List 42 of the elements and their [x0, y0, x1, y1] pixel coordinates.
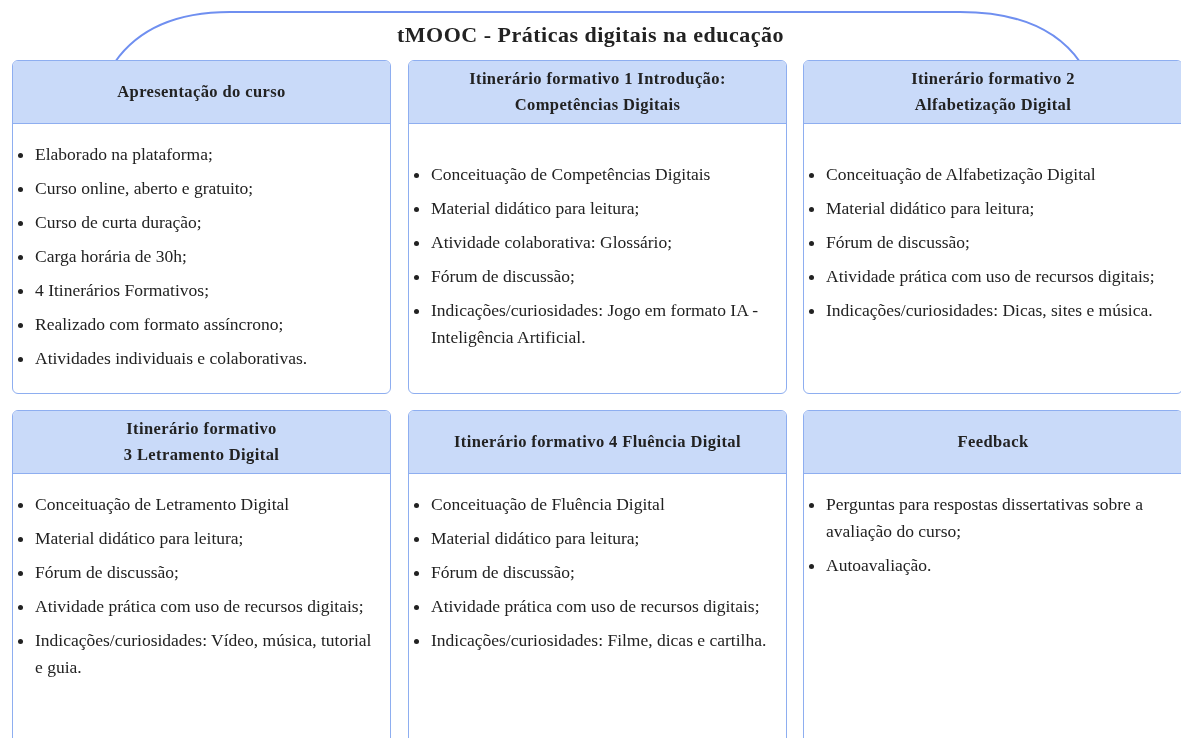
list-item: Material didático para leitura; [826, 198, 1035, 218]
list-item: Atividade colaborativa: Glossário; [431, 232, 673, 252]
list-item: Realizado com formato assíncrono; [35, 314, 284, 334]
list-item: Atividade prática com uso de recursos digitais; [431, 596, 760, 616]
list-item: Fórum de discussão; [35, 562, 179, 582]
list-item: Conceituação de Fluência Digital [431, 494, 665, 514]
card-heading: Itinerário formativo 1 Introdução: Competências Digitais [468, 68, 727, 116]
list-item: Autoavaliação. [826, 555, 932, 575]
card-heading: Feedback [956, 431, 1030, 453]
list-item: Indicações/curiosidades: Dicas, sites e música. [826, 300, 1153, 320]
list-item: Conceituação de Alfabetização Digital [826, 164, 1096, 184]
card [12, 410, 391, 738]
card [12, 60, 391, 394]
list-item: Fórum de discussão; [431, 266, 575, 286]
list-item: Material didático para leitura; [431, 198, 640, 218]
list-item: Indicações/curiosidades: Jogo em formato IA -Inteligência Artificial. [431, 300, 759, 347]
list-item: Perguntas para respostas dissertativas sobre a avaliação do curso; [826, 494, 1144, 541]
list-item: Atividade prática com uso de recursos digitais; [826, 266, 1155, 286]
list-item: Carga horária de 30h; [35, 246, 187, 266]
card-heading: Itinerário formativo 2 Alfabetização Digital [910, 68, 1076, 116]
list-item: Curso de curta duração; [35, 212, 202, 232]
card [408, 410, 787, 738]
list-item: Indicações/curiosidades: Vídeo, música, tutorial e guia. [35, 630, 372, 677]
diagram-title: tMOOC - Práticas digitais na educação [396, 22, 785, 48]
list-item: Material didático para leitura; [35, 528, 244, 548]
card-heading: Itinerário formativo 3 Letramento Digital [122, 418, 281, 466]
list-item: Elaborado na plataforma; [35, 144, 213, 164]
card [408, 60, 787, 394]
list-item: 4 Itinerários Formativos; [35, 280, 209, 300]
list-item: Atividade prática com uso de recursos digitais; [35, 596, 364, 616]
card-heading: Itinerário formativo 4 Fluência Digital [453, 431, 742, 453]
list-item: Fórum de discussão; [431, 562, 575, 582]
card [803, 60, 1181, 394]
list-item: Material didático para leitura; [431, 528, 640, 548]
card-heading: Apresentação do curso [116, 81, 287, 103]
list-item: Conceituação de Letramento Digital [35, 494, 290, 514]
list-item: Atividades individuais e colaborativas. [35, 348, 308, 368]
list-item: Fórum de discussão; [826, 232, 970, 252]
card [803, 410, 1181, 738]
list-item: Indicações/curiosidades: Filme, dicas e cartilha. [431, 630, 767, 650]
list-item: Curso online, aberto e gratuito; [35, 178, 254, 198]
list-item: Conceituação de Competências Digitais [431, 164, 711, 184]
